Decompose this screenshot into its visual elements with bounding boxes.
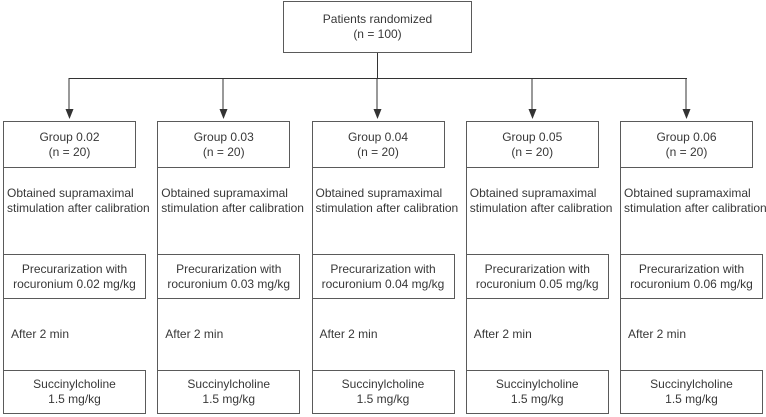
connector-horizontal-line [69, 78, 687, 79]
precurarization-line2: rocuronium 0.06 mg/kg [630, 276, 753, 291]
group-label: Group 0.02 [39, 129, 100, 144]
after-2-min-label: After 2 min [473, 327, 532, 341]
group-box: Group 0.04 (n = 20) [311, 121, 445, 168]
precurarization-line2: rocuronium 0.02 mg/kg [13, 276, 136, 291]
succinylcholine-box: Succinylcholine 1.5 mg/kg [311, 370, 455, 414]
group-label: Group 0.03 [193, 129, 254, 144]
precurarization-line2: rocuronium 0.04 mg/kg [321, 276, 445, 291]
precurarization-box: Precurarization with rocuronium 0.03 mg/… [157, 254, 301, 299]
precurarization-box: Precurarization with rocuronium 0.02 mg/… [3, 254, 146, 299]
precurarization-line1: Precurarization with [176, 261, 282, 276]
succinylcholine-line1: Succinylcholine [341, 377, 425, 391]
obtained-line1: Obtained supramaximal [469, 186, 597, 200]
group-count: (n = 20) [202, 144, 245, 159]
group-box: Group 0.06 (n = 20) [620, 121, 753, 168]
after-2-min-section: After 2 min [3, 299, 146, 370]
group-column-0-03: Group 0.03 (n = 20) Obtained supramaxima… [157, 121, 304, 414]
obtained-line2: stimulation after calibration [7, 201, 150, 215]
obtained-line2: stimulation after calibration [161, 201, 304, 215]
after-2-min-label: After 2 min [628, 327, 687, 341]
patients-randomized-box: Patients randomized (n = 100) [283, 1, 472, 53]
arrow-down-icon [682, 78, 691, 119]
succinylcholine-line1: Succinylcholine [187, 377, 271, 391]
succinylcholine-box: Succinylcholine 1.5 mg/kg [157, 370, 301, 414]
after-2-min-label: After 2 min [11, 327, 70, 341]
obtained-line2: stimulation after calibration [315, 201, 459, 215]
obtained-stimulation-section: Obtained supramaximal stimulation after … [311, 168, 459, 254]
obtained-stimulation-section: Obtained supramaximal stimulation after … [465, 168, 613, 254]
group-column-0-06: Group 0.06 (n = 20) Obtained supramaxima… [620, 121, 766, 414]
after-2-min-label: After 2 min [319, 327, 378, 341]
precurarization-box: Precurarization with rocuronium 0.05 mg/… [465, 254, 609, 299]
obtained-stimulation-section: Obtained supramaximal stimulation after … [620, 168, 766, 254]
group-count: (n = 20) [665, 144, 708, 159]
precurarization-line2: rocuronium 0.03 mg/kg [167, 276, 291, 291]
group-count: (n = 20) [511, 144, 554, 159]
obtained-line1: Obtained supramaximal [7, 186, 134, 200]
group-box: Group 0.05 (n = 20) [465, 121, 599, 168]
succinylcholine-line2: 1.5 mg/kg [356, 392, 410, 406]
group-column-0-02: Group 0.02 (n = 20) Obtained supramaxima… [3, 121, 150, 414]
obtained-line1: Obtained supramaximal [161, 186, 288, 200]
group-label: Group 0.05 [502, 129, 563, 144]
succinylcholine-line2: 1.5 mg/kg [202, 392, 256, 406]
patients-randomized-count: (n = 100) [353, 27, 402, 41]
precurarization-line1: Precurarization with [21, 261, 128, 276]
group-columns: Group 0.02 (n = 20) Obtained supramaxima… [3, 121, 766, 414]
obtained-line2: stimulation after calibration [469, 201, 613, 215]
group-box: Group 0.02 (n = 20) [3, 121, 136, 168]
connector-stem-line [377, 53, 378, 78]
succinylcholine-line1: Succinylcholine [495, 377, 579, 391]
precurarization-line2: rocuronium 0.05 mg/kg [475, 276, 599, 291]
group-count: (n = 20) [48, 144, 91, 159]
precurarization-line1: Precurarization with [638, 261, 745, 276]
precurarization-box: Precurarization with rocuronium 0.06 mg/… [620, 254, 763, 299]
after-2-min-section: After 2 min [465, 299, 609, 370]
arrow-down-icon [373, 78, 382, 119]
succinylcholine-line2: 1.5 mg/kg [48, 392, 101, 406]
succinylcholine-line2: 1.5 mg/kg [510, 392, 564, 406]
after-2-min-section: After 2 min [157, 299, 300, 370]
group-column-0-04: Group 0.04 (n = 20) Obtained supramaxima… [311, 121, 459, 414]
after-2-min-section: After 2 min [620, 299, 763, 370]
succinylcholine-line1: Succinylcholine [33, 377, 116, 391]
group-count: (n = 20) [357, 144, 399, 159]
precurarization-line1: Precurarization with [330, 261, 436, 276]
succinylcholine-line1: Succinylcholine [650, 377, 733, 391]
succinylcholine-box: Succinylcholine 1.5 mg/kg [620, 370, 763, 414]
after-2-min-label: After 2 min [165, 327, 224, 341]
arrow-down-icon [219, 78, 228, 119]
obtained-line2: stimulation after calibration [624, 201, 766, 215]
group-label: Group 0.04 [347, 129, 409, 144]
obtained-line1: Obtained supramaximal [624, 186, 751, 200]
arrow-down-icon [65, 78, 74, 119]
group-label: Group 0.06 [656, 129, 717, 144]
precurarization-line1: Precurarization with [484, 261, 590, 276]
group-column-0-05: Group 0.05 (n = 20) Obtained supramaxima… [465, 121, 613, 414]
succinylcholine-line2: 1.5 mg/kg [665, 392, 718, 406]
obtained-line1: Obtained supramaximal [315, 186, 443, 200]
patients-randomized-label: Patients randomized [322, 12, 433, 26]
after-2-min-section: After 2 min [311, 299, 455, 370]
succinylcholine-box: Succinylcholine 1.5 mg/kg [3, 370, 146, 414]
precurarization-box: Precurarization with rocuronium 0.04 mg/… [311, 254, 455, 299]
succinylcholine-box: Succinylcholine 1.5 mg/kg [465, 370, 609, 414]
obtained-stimulation-section: Obtained supramaximal stimulation after … [157, 168, 304, 254]
obtained-stimulation-section: Obtained supramaximal stimulation after … [3, 168, 150, 254]
arrow-down-icon [528, 78, 537, 119]
group-box: Group 0.03 (n = 20) [157, 121, 291, 168]
